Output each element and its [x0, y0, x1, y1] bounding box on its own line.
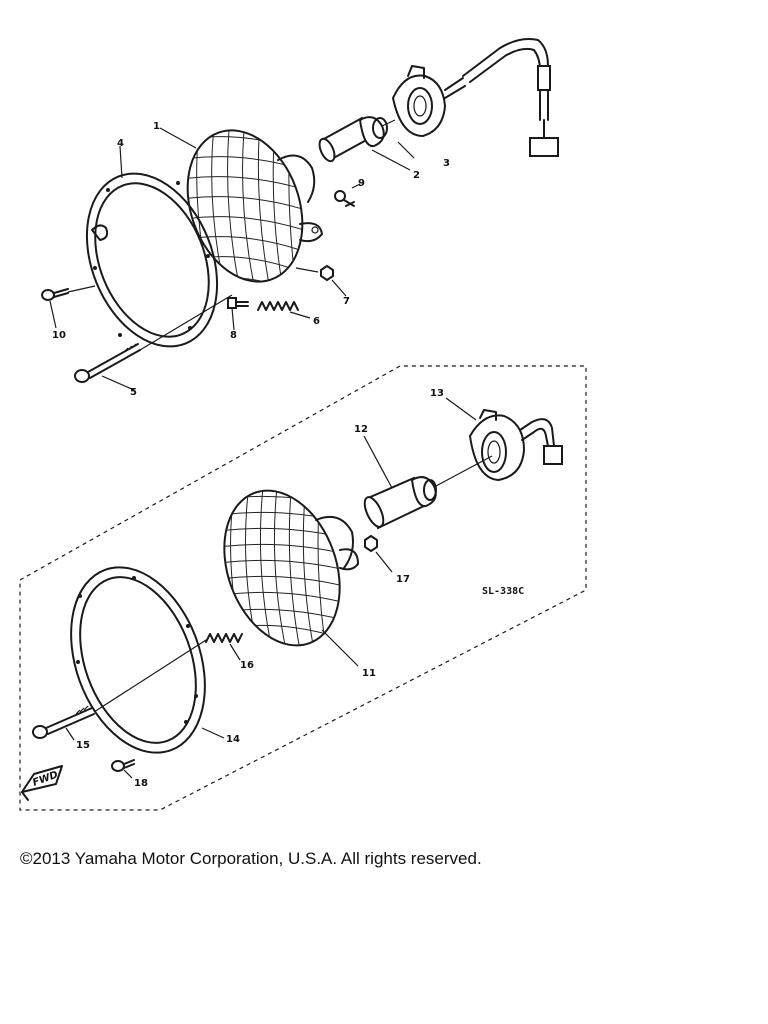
callout-17: 17 — [396, 574, 410, 585]
copyright-notice: ©2013 Yamaha Motor Corporation, U.S.A. A… — [20, 849, 482, 868]
screw-with-washer — [334, 190, 355, 207]
callout-numbers: 1 2 3 4 5 6 7 8 9 10 11 12 13 14 15 16 1… — [52, 121, 450, 789]
callout-12: 12 — [354, 424, 368, 435]
bottom-leader-lines — [65, 397, 477, 779]
adjusting-bolt — [227, 297, 249, 309]
callout-6: 6 — [313, 316, 320, 327]
callout-3: 3 — [443, 158, 450, 169]
callout-10: 10 — [52, 330, 66, 341]
callout-15: 15 — [76, 740, 90, 751]
callout-4: 4 — [117, 138, 124, 149]
diagram-code: SL-338C — [482, 586, 524, 597]
callout-1: 1 — [153, 121, 160, 132]
callout-18: 18 — [134, 778, 148, 789]
callout-5: 5 — [130, 387, 137, 398]
callout-14: 14 — [226, 734, 240, 745]
callout-9: 9 — [358, 178, 365, 189]
socket-housing-bottom — [435, 409, 563, 487]
alternate-assembly-outline — [19, 365, 587, 811]
adjusting-spring — [257, 301, 299, 311]
sealed-beam-unit-top — [173, 117, 323, 291]
callout-13: 13 — [430, 388, 444, 399]
callout-8: 8 — [230, 330, 237, 341]
callout-2: 2 — [413, 170, 420, 181]
sealed-beam-unit-bottom — [209, 477, 359, 655]
headlight-rim-bottom — [70, 566, 206, 754]
rim-screw-bottom — [111, 759, 135, 772]
forward-direction-arrow: FWD — [21, 765, 63, 801]
headlight-exploded-diagram: FWD SL-338C 1 2 3 4 5 6 7 8 9 10 11 12 1… — [19, 38, 587, 811]
long-bolt-bottom — [32, 639, 207, 739]
headlight-rim-top — [85, 172, 219, 348]
adjusting-spring-bottom — [205, 633, 243, 643]
long-bolt-top — [74, 343, 141, 383]
bulb-socket-bottom — [363, 476, 437, 530]
callout-16: 16 — [240, 660, 254, 671]
bulb-socket-top — [318, 116, 388, 163]
callout-7: 7 — [343, 296, 350, 307]
socket-housing-top — [391, 38, 559, 157]
top-leader-lines — [49, 119, 415, 391]
nut-bottom — [364, 534, 378, 553]
callout-11: 11 — [362, 668, 376, 679]
nut — [320, 264, 334, 282]
rim-screw-left — [41, 288, 69, 301]
